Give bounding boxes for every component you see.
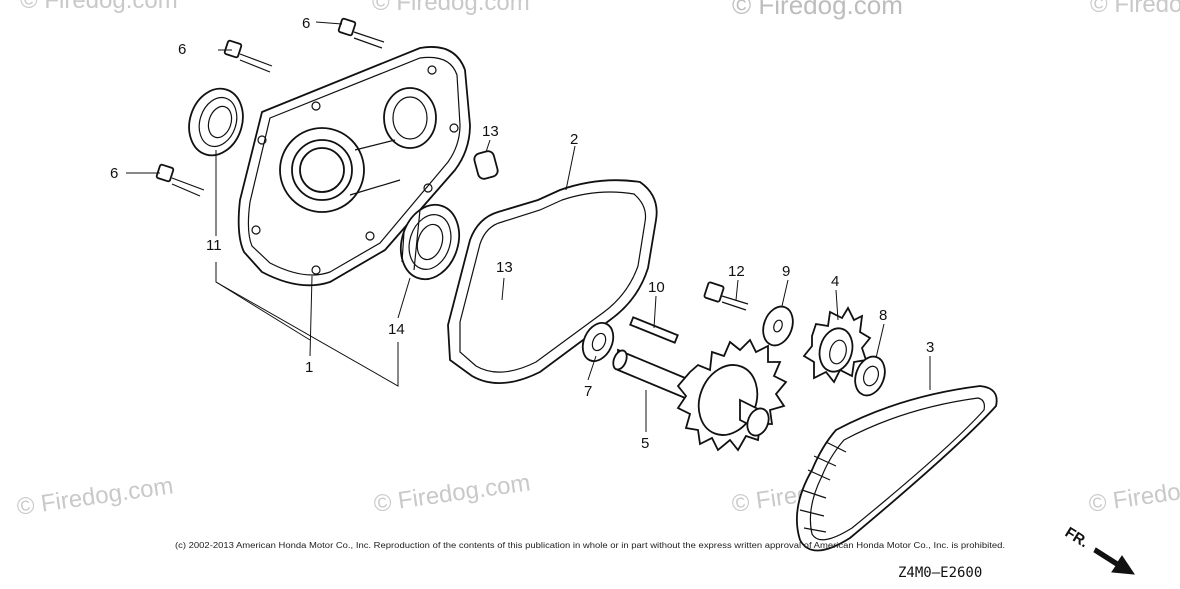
callout-label: 8 <box>879 307 887 324</box>
washer-part-7 <box>581 322 615 362</box>
watermark: © Firedog.com <box>372 0 530 16</box>
watermark: © Firedog.com <box>20 0 178 14</box>
callout-label: 6 <box>302 15 310 32</box>
bearing-part-14 <box>399 203 461 281</box>
callout-label: 11 <box>206 237 222 254</box>
bolt-part-6 <box>337 17 385 49</box>
callout-label: 9 <box>782 263 790 280</box>
gasket-part-2 <box>447 179 658 385</box>
collar-part-8 <box>854 355 886 397</box>
bolt-part-12 <box>703 281 749 311</box>
front-direction-label: FR. <box>1062 524 1092 551</box>
callout-label: 14 <box>388 321 405 338</box>
callout-label: 6 <box>110 165 118 182</box>
callout-label: 7 <box>584 383 592 400</box>
bolt-part-6 <box>223 39 273 73</box>
callout-label: 13 <box>482 123 499 140</box>
bolt-part-6 <box>155 163 205 197</box>
callout-label: 4 <box>831 273 839 290</box>
chain-part-3 <box>795 385 998 552</box>
key-part-10 <box>629 316 679 344</box>
callout-label: 1 <box>305 359 313 376</box>
drive-sprocket-part-4 <box>802 306 872 384</box>
watermark: © Firedog.com <box>732 0 903 20</box>
watermark: © Firedog.com <box>1087 469 1180 518</box>
washer-part-9 <box>762 305 794 347</box>
oil-seal-part-11 <box>188 87 244 157</box>
callout-label: 6 <box>178 41 186 58</box>
leader-lines <box>126 21 931 432</box>
callout-label: 10 <box>648 279 665 296</box>
callout-label: 12 <box>728 263 745 280</box>
callout-label: 5 <box>641 435 649 452</box>
callout-label: 3 <box>926 339 934 356</box>
watermark: © Firedog.com <box>15 472 175 521</box>
front-direction-indicator: FR. <box>1062 524 1135 575</box>
arrow-right-icon <box>1093 547 1135 575</box>
watermark: © Firedog.com <box>1090 0 1180 18</box>
callout-label: 13 <box>496 259 513 276</box>
callout-label: 2 <box>570 131 578 148</box>
diagram-code: Z4M0—E2600 <box>898 565 982 581</box>
watermark: © Firedog.com <box>372 469 532 518</box>
copyright-notice: (c) 2002-2013 American Honda Motor Co., … <box>175 541 1005 550</box>
dowel-pin-part-13 <box>473 150 499 180</box>
shaft-sprocket-part-5 <box>612 338 788 452</box>
case-cover-part-1 <box>237 46 471 287</box>
